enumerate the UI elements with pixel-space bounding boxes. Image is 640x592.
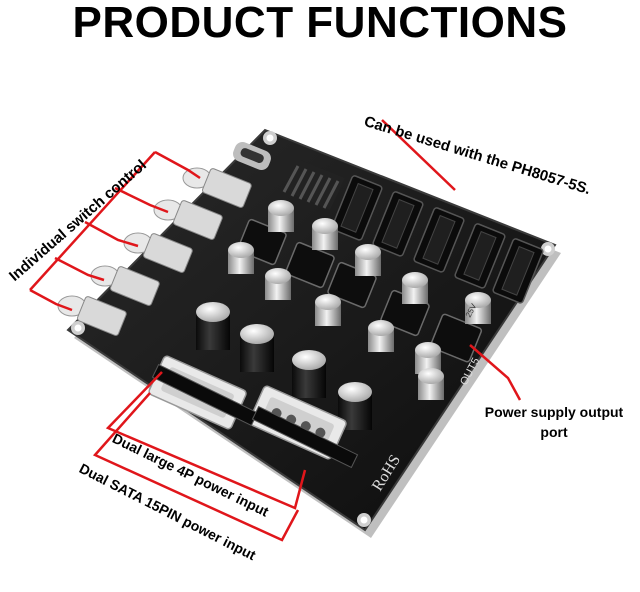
callout-output-port: Power supply output port: [470, 402, 638, 442]
black-capacitors: [196, 302, 372, 430]
callout-lines: [29, 119, 522, 542]
page-title: PRODUCT FUNCTIONS: [72, 0, 568, 47]
sata-input-connectors: [151, 363, 359, 469]
callout-output-port-line1: Power supply output: [484, 404, 624, 420]
six-pin-connectors: [237, 218, 483, 363]
push-switches: [57, 167, 252, 336]
sata-output-connectors: [331, 175, 544, 304]
callout-output-port-line2: port: [540, 424, 568, 440]
usb-c-port: [233, 142, 271, 170]
silver-capacitors: [228, 200, 491, 400]
heatsink: [282, 160, 345, 210]
